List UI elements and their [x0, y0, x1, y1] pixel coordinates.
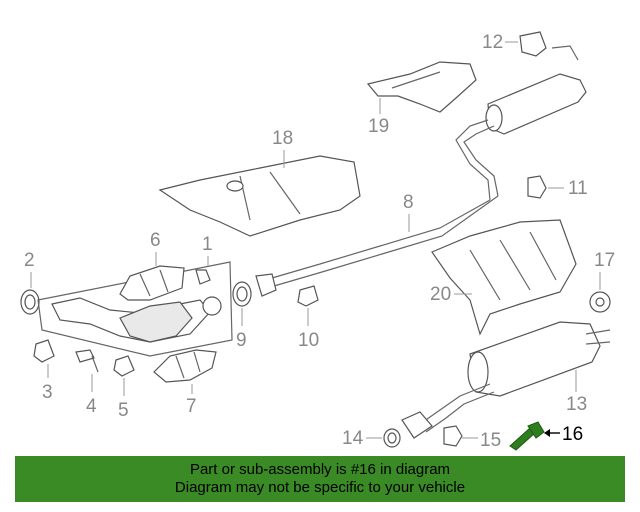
part-14-gasket: 14 — [342, 428, 401, 449]
part-4-stud: 4 — [75, 349, 99, 417]
callout-7: 7 — [186, 396, 197, 417]
banner-line-2: Diagram may not be specific to your vehi… — [174, 479, 466, 496]
banner-line-1: Part or sub-assembly is #16 in diagram — [189, 461, 451, 478]
callout-18: 18 — [272, 128, 293, 149]
callout-11: 11 — [568, 178, 588, 199]
callout-15: 15 — [480, 430, 501, 451]
part-info-banner: Part or sub-assembly is #16 in diagram D… — [15, 456, 625, 502]
part-10-nut: 10 — [297, 285, 319, 351]
part-17-bushing: 17 — [589, 250, 615, 313]
part-8-pipe-and-upper-muffler: 8 — [271, 73, 587, 287]
callout-19: 19 — [368, 116, 389, 137]
part-3-grommet: 3 — [33, 339, 55, 403]
callout-6: 6 — [150, 230, 161, 251]
callout-8: 8 — [403, 192, 414, 213]
part-11-rubber-mount: 11 — [527, 175, 588, 199]
callout-2: 2 — [24, 250, 35, 271]
part-16-bolt: 16 — [509, 421, 583, 451]
part-12-hanger: 12 — [482, 31, 579, 61]
part-7-lower-heat-shield: 7 — [153, 349, 217, 417]
part-19-heat-shield: 19 — [366, 61, 477, 137]
exhaust-parts-diagram: 12 19 8 18 11 20 — [20, 31, 615, 451]
part-6-heat-shield: 6 — [119, 230, 185, 301]
callout-17: 17 — [594, 250, 615, 271]
callout-20: 20 — [430, 284, 451, 305]
part-5-nut: 5 — [113, 355, 135, 421]
part-18-heat-shield: 18 — [158, 128, 361, 237]
callout-14: 14 — [342, 428, 364, 449]
callout-13: 13 — [566, 394, 587, 415]
callout-3: 3 — [42, 382, 53, 403]
part-2-gasket: 2 — [20, 250, 40, 315]
part-9-gasket: 9 — [232, 273, 277, 351]
callout-5: 5 — [118, 400, 129, 421]
callout-10: 10 — [298, 330, 319, 351]
part-1-converter-assembly: 1 — [37, 234, 233, 357]
part-15-nut: 15 — [443, 425, 501, 451]
callout-12: 12 — [482, 32, 503, 53]
callout-1: 1 — [202, 234, 213, 255]
callout-16: 16 — [562, 424, 583, 445]
part-13-rear-muffler: 13 — [401, 321, 611, 439]
part-20-muffler-heat-shield: 20 — [430, 219, 577, 336]
callout-9: 9 — [236, 330, 247, 351]
callout-4: 4 — [86, 396, 97, 417]
